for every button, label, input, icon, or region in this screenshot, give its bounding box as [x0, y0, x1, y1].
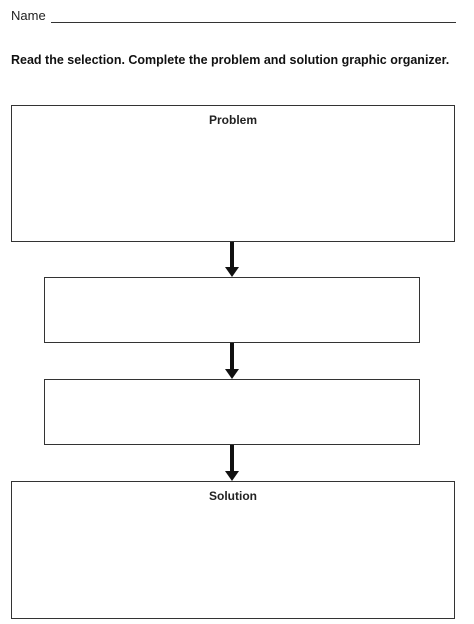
instructions-text: Read the selection. Complete the problem…	[11, 53, 450, 67]
problem-title: Problem	[208, 113, 257, 127]
down-arrow-icon	[225, 242, 239, 278]
solution-title: Solution	[209, 489, 257, 503]
step-2-box[interactable]	[44, 379, 420, 445]
step-1-box[interactable]	[44, 277, 420, 343]
name-label: Name	[11, 8, 46, 23]
down-arrow-icon	[225, 445, 239, 482]
solution-box[interactable]: Solution	[11, 481, 455, 619]
down-arrow-icon	[225, 343, 239, 380]
problem-box[interactable]: Problem	[11, 105, 455, 242]
cropped-header-text	[0, 0, 474, 2]
name-write-line[interactable]	[51, 22, 456, 23]
name-row: Name	[11, 8, 456, 26]
